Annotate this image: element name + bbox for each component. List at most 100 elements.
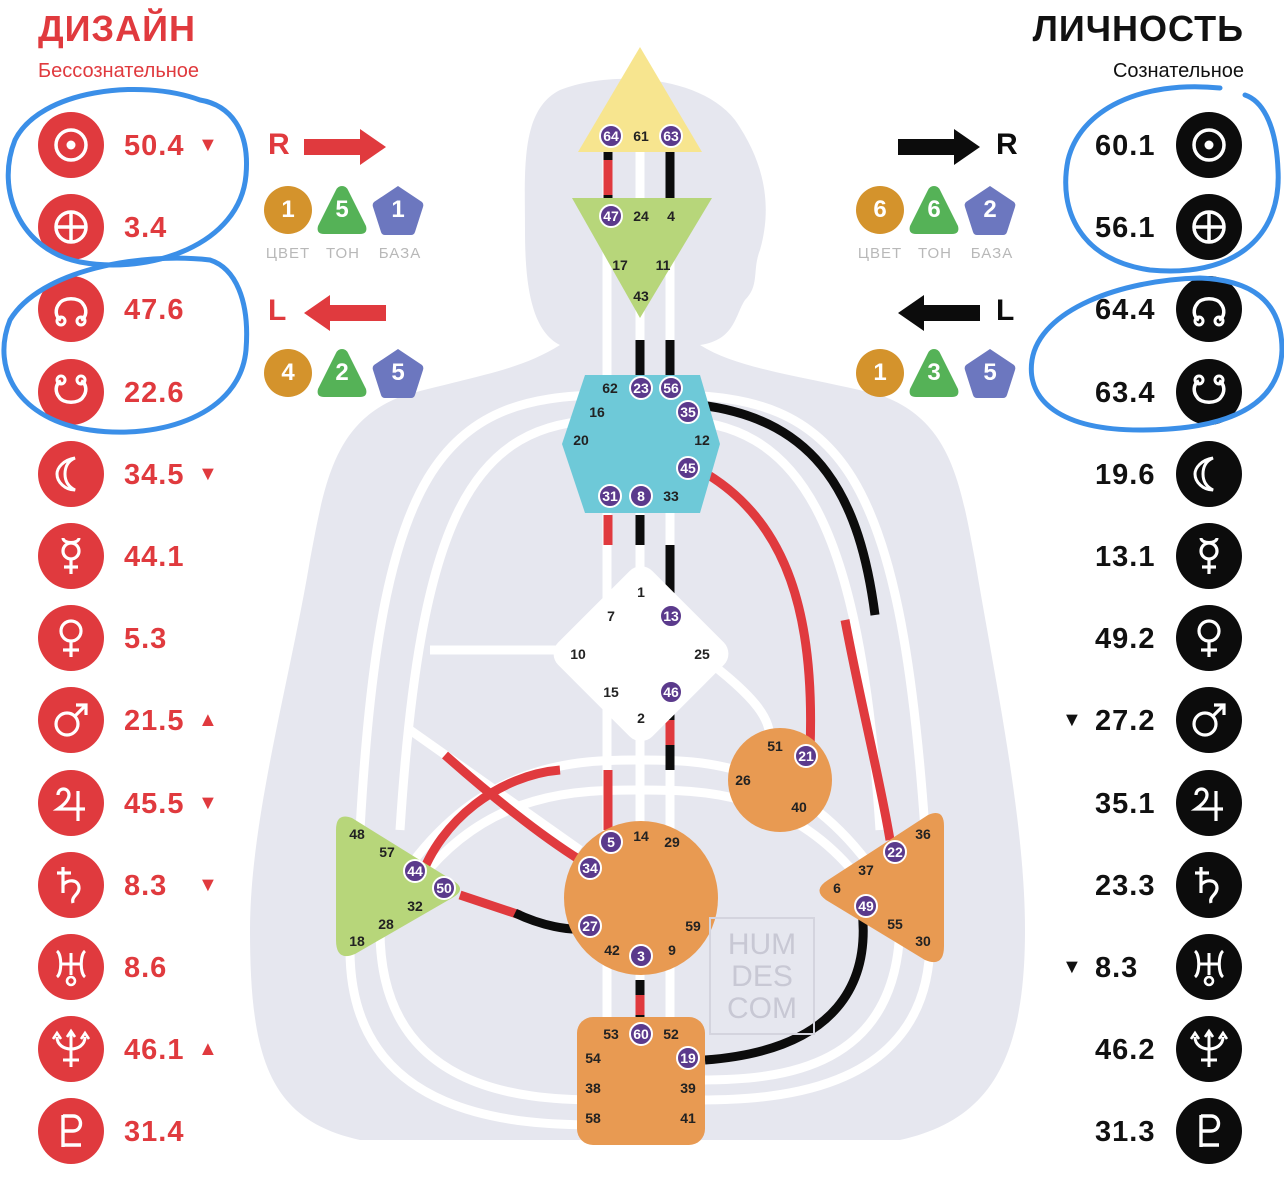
mercury-icon	[1176, 523, 1242, 589]
gate-46[interactable]: 46	[663, 684, 679, 700]
gate-24[interactable]: 24	[633, 208, 649, 224]
personality-planet-row[interactable]: 23.3	[0, 851, 1284, 922]
gate-7[interactable]: 7	[607, 608, 615, 624]
solar-plexus-center[interactable]	[819, 813, 944, 963]
gate-16[interactable]: 16	[589, 404, 605, 420]
gate-40[interactable]: 40	[791, 799, 807, 815]
gate-55[interactable]: 55	[887, 916, 903, 932]
ajna-center[interactable]	[572, 198, 712, 318]
personality-planet-row[interactable]: 19.6	[0, 440, 1284, 511]
gate-44[interactable]: 44	[407, 863, 423, 879]
gate-53[interactable]: 53	[603, 1026, 619, 1042]
gate-4[interactable]: 4	[667, 208, 675, 224]
root-center[interactable]	[577, 1017, 705, 1145]
sacral-center[interactable]	[564, 821, 718, 975]
personality-planet-row[interactable]: 35.1	[0, 769, 1284, 840]
gate-1[interactable]: 1	[637, 584, 645, 600]
gate-12[interactable]: 12	[694, 432, 710, 448]
gate-47[interactable]: 47	[603, 208, 619, 224]
gate-3[interactable]: 3	[637, 948, 645, 964]
gate-52[interactable]: 52	[663, 1026, 679, 1042]
gate-26[interactable]: 26	[735, 772, 751, 788]
gate-38[interactable]: 38	[585, 1080, 601, 1096]
gate-50[interactable]: 50	[436, 880, 452, 896]
personality-planet-row[interactable]: 8.3▼	[0, 934, 1284, 1004]
gate-45[interactable]: 45	[680, 460, 696, 476]
gate-15[interactable]: 15	[603, 684, 619, 700]
personality-planet-row[interactable]: 63.4	[0, 358, 1284, 429]
gate-23[interactable]: 23	[633, 380, 649, 396]
gate-33[interactable]: 33	[663, 488, 679, 504]
personality-planet-row[interactable]: 60.1	[0, 112, 1284, 182]
gate-25[interactable]: 25	[694, 646, 710, 662]
gate-58[interactable]: 58	[585, 1110, 601, 1126]
gate-11[interactable]: 11	[656, 257, 671, 273]
gate-48[interactable]: 48	[349, 826, 365, 842]
gate-30[interactable]: 30	[915, 933, 931, 949]
south-node-icon	[1176, 358, 1242, 425]
gate-34[interactable]: 34	[582, 860, 598, 876]
gate-35[interactable]: 35	[680, 404, 696, 420]
gate-61[interactable]: 61	[633, 128, 649, 144]
saturn-icon	[1176, 851, 1242, 918]
active-gate-marker	[629, 376, 653, 400]
gate-60[interactable]: 60	[633, 1026, 649, 1042]
gate-56[interactable]: 56	[663, 380, 679, 396]
gate-32[interactable]: 32	[407, 898, 423, 914]
personality-planet-row[interactable]: 31.3	[0, 1098, 1284, 1168]
personality-planet-row[interactable]: 64.4	[0, 276, 1284, 346]
gate-5[interactable]: 5	[607, 834, 615, 850]
design-planet-row[interactable]: 44.1	[0, 523, 1284, 593]
gate-64[interactable]: 64	[603, 128, 619, 144]
design-planet-value: 45.5	[124, 787, 185, 820]
gate-42[interactable]: 42	[604, 942, 620, 958]
gate-63[interactable]: 63	[663, 128, 679, 144]
gate-39[interactable]: 39	[680, 1080, 696, 1096]
gate-14[interactable]: 14	[633, 828, 649, 844]
gate-41[interactable]: 41	[680, 1110, 696, 1126]
gate-13[interactable]: 13	[663, 608, 679, 624]
personality-planet-row[interactable]: 56.1	[0, 194, 1284, 264]
design-planet-row[interactable]: 31.4	[0, 1098, 1284, 1168]
personality-planet-row[interactable]: 46.2	[0, 1016, 1284, 1086]
gate-54[interactable]: 54	[585, 1050, 601, 1066]
gate-22[interactable]: 22	[887, 844, 903, 860]
gate-28[interactable]: 28	[378, 916, 394, 932]
design-planet-row[interactable]: 21.5▲	[0, 687, 1284, 757]
gate-20[interactable]: 20	[573, 432, 589, 448]
design-planet-row[interactable]: 34.5▼	[0, 440, 1284, 511]
gate-62[interactable]: 62	[602, 380, 618, 396]
gate-17[interactable]: 17	[612, 257, 628, 273]
sun-icon	[1176, 112, 1242, 178]
personality-planet-row[interactable]: 49.2	[0, 605, 1284, 675]
gate-10[interactable]: 10	[570, 646, 586, 662]
gate-9[interactable]: 9	[668, 942, 676, 958]
spleen-center[interactable]	[336, 816, 460, 957]
design-planet-row[interactable]: 8.3▼	[0, 851, 1284, 922]
gate-27[interactable]: 27	[582, 918, 598, 934]
design-planet-row[interactable]: 45.5▼	[0, 769, 1284, 840]
gate-8[interactable]: 8	[637, 488, 645, 504]
gate-36[interactable]: 36	[915, 826, 931, 842]
design-planet-row[interactable]: 46.1▲	[0, 1016, 1284, 1086]
gate-37[interactable]: 37	[858, 862, 874, 878]
gate-29[interactable]: 29	[664, 834, 680, 850]
gate-21[interactable]: 21	[798, 748, 814, 764]
gate-59[interactable]: 59	[685, 918, 701, 934]
gate-49[interactable]: 49	[858, 898, 874, 914]
gate-43[interactable]: 43	[633, 288, 649, 304]
variable-label: БАЗА	[970, 245, 1014, 262]
gate-6[interactable]: 6	[833, 880, 841, 896]
gate-18[interactable]: 18	[349, 933, 365, 949]
gate-31[interactable]: 31	[602, 488, 618, 504]
gate-57[interactable]: 57	[379, 844, 395, 860]
personality-planet-row[interactable]: 27.2▼	[0, 687, 1284, 757]
personality-planet-row[interactable]: 13.1	[0, 523, 1284, 593]
personality-planet-value: 35.1	[1095, 787, 1156, 820]
gate-19[interactable]: 19	[680, 1050, 696, 1066]
g-center[interactable]	[547, 560, 735, 748]
gate-51[interactable]: 51	[767, 738, 783, 754]
design-planet-row[interactable]: 8.6	[0, 934, 1284, 1004]
gate-2[interactable]: 2	[637, 710, 645, 726]
design-planet-row[interactable]: 5.3	[0, 605, 1284, 675]
